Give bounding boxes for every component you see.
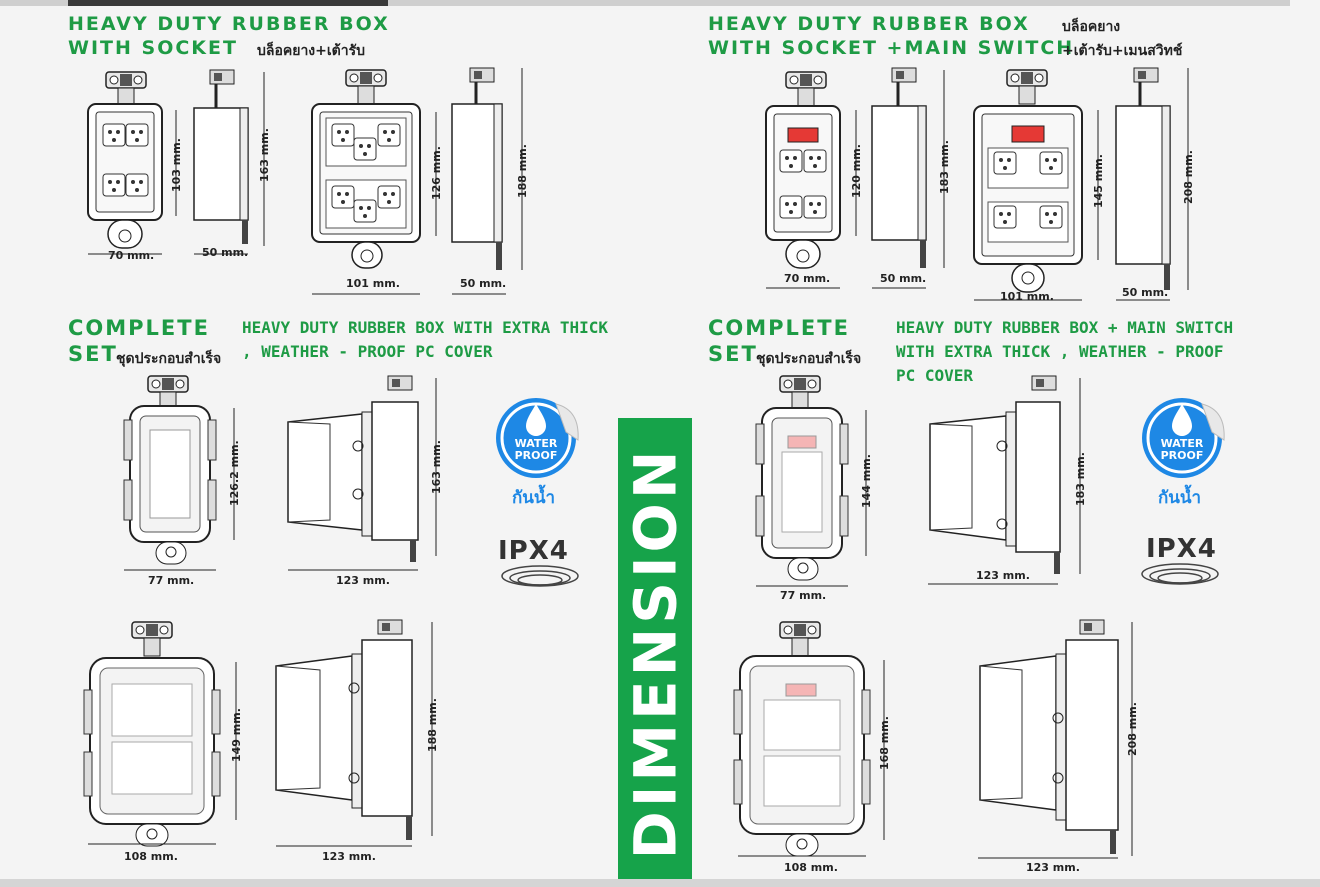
right-set-thai: ชุดประกอบสำเร็จ — [756, 351, 862, 367]
right-c-side-height: 183 mm. — [1074, 452, 1087, 506]
left-set-title2: SET — [68, 342, 118, 366]
left-b-side-width: 50 mm. — [460, 277, 507, 290]
right-c-front — [755, 375, 867, 587]
waterproof-line2-right: PROOF — [1160, 449, 1204, 462]
right-a-width: 70 mm. — [784, 272, 831, 285]
right-set-title: COMPLETE — [708, 316, 850, 340]
ipx-swirl-right — [1141, 563, 1219, 585]
right-d-side — [978, 619, 1133, 859]
waterproof-thai-right: กันน้ำ — [1158, 488, 1202, 508]
right-c-height: 144 mm. — [860, 454, 873, 508]
right-title-line2: WITH SOCKET +MAIN SWITCH — [708, 37, 1075, 59]
left-a-height: 103 mm. — [170, 138, 183, 192]
right-d-side-width: 123 mm. — [1026, 861, 1080, 874]
left-title-line1: HEAVY DUTY RUBBER BOX — [68, 13, 390, 35]
left-d-side-width: 123 mm. — [322, 850, 376, 863]
left-c-side — [287, 375, 437, 571]
right-d-side-height: 208 mm. — [1126, 702, 1139, 756]
left-set-thai: ชุดประกอบสำเร็จ — [116, 351, 222, 367]
right-set-desc-line1: HEAVY DUTY RUBBER BOX + MAIN SWITCH — [896, 318, 1234, 337]
dimension-band-text: DIMENSION — [618, 418, 692, 887]
left-title-line2: WITH SOCKET — [68, 37, 238, 59]
left-c-side-width: 123 mm. — [336, 574, 390, 587]
left-d-front — [83, 621, 237, 847]
right-set-title2: SET — [708, 342, 758, 366]
right-d-width: 108 mm. — [784, 861, 838, 874]
right-b-height: 145 mm. — [1092, 154, 1105, 208]
right-a-side-height: 183 mm. — [938, 140, 951, 194]
right-b-width: 101 mm. — [1000, 290, 1054, 303]
ipx-swirl-left — [501, 565, 579, 587]
waterproof-text-right: WATER PROOF — [1147, 438, 1217, 462]
right-c-width: 77 mm. — [780, 589, 827, 602]
left-set-title: COMPLETE — [68, 316, 210, 340]
waterproof-badge-right — [1142, 398, 1225, 478]
bottom-bar — [0, 879, 1320, 887]
waterproof-line2-left: PROOF — [514, 449, 558, 462]
left-d-side — [275, 619, 433, 847]
left-d-height: 149 mm. — [230, 708, 243, 762]
right-b-side-height: 208 mm. — [1182, 150, 1195, 204]
right-d-front — [733, 621, 885, 857]
waterproof-text-left: WATER PROOF — [501, 438, 571, 462]
right-c-side-width: 123 mm. — [976, 569, 1030, 582]
left-b-side — [451, 67, 523, 295]
top-bar — [0, 0, 1290, 6]
left-a-width: 70 mm. — [108, 249, 155, 262]
left-a-side-width: 50 mm. — [202, 246, 249, 259]
left-set-desc-line1: HEAVY DUTY RUBBER BOX WITH EXTRA THICK — [242, 318, 609, 337]
waterproof-badge-left — [496, 398, 579, 478]
right-b-side — [1115, 67, 1189, 301]
left-b-height: 126 mm. — [430, 146, 443, 200]
right-b-front — [973, 69, 1099, 301]
ipx-label-left: IPX4 — [498, 536, 569, 566]
right-title-thai2: +เต้ารับ+เมนสวิทช์ — [1062, 43, 1183, 59]
right-a-side-width: 50 mm. — [880, 272, 927, 285]
left-d-side-height: 188 mm. — [426, 698, 439, 752]
left-b-width: 101 mm. — [346, 277, 400, 290]
left-d-width: 108 mm. — [124, 850, 178, 863]
right-c-side — [928, 375, 1081, 585]
right-title-line1: HEAVY DUTY RUBBER BOX — [708, 13, 1030, 35]
left-b-side-height: 188 mm. — [516, 144, 529, 198]
right-d-height: 168 mm. — [878, 716, 891, 770]
waterproof-thai-left: กันน้ำ — [512, 488, 556, 508]
left-c-side-height: 163 mm. — [430, 440, 443, 494]
ipx-label-right: IPX4 — [1146, 534, 1217, 564]
left-title-thai: บล็อคยาง+เต้ารับ — [257, 43, 366, 59]
dimension-band — [618, 418, 692, 887]
waterproof-line1-right: WATER — [1160, 437, 1204, 450]
right-set-desc-line3: PC COVER — [896, 366, 974, 385]
right-a-side — [871, 67, 945, 289]
dimension-label: DIMENSION — [621, 446, 689, 859]
right-b-side-width: 50 mm. — [1122, 286, 1169, 299]
left-b-front — [311, 69, 437, 295]
left-set-desc-line2: , WEATHER - PROOF PC COVER — [242, 342, 493, 361]
left-a-front — [87, 71, 177, 255]
right-a-height: 120 mm. — [850, 144, 863, 198]
left-c-width: 77 mm. — [148, 574, 195, 587]
left-a-side — [193, 69, 265, 255]
left-a-side-height: 163 mm. — [258, 128, 271, 182]
waterproof-line1-left: WATER — [514, 437, 558, 450]
right-a-front — [765, 71, 857, 289]
right-set-desc-line2: WITH EXTRA THICK , WEATHER - PROOF — [896, 342, 1224, 361]
left-c-front — [123, 375, 235, 571]
right-title-thai1: บล็อคยาง — [1062, 19, 1121, 35]
left-c-height: 126.2 mm. — [228, 440, 241, 506]
